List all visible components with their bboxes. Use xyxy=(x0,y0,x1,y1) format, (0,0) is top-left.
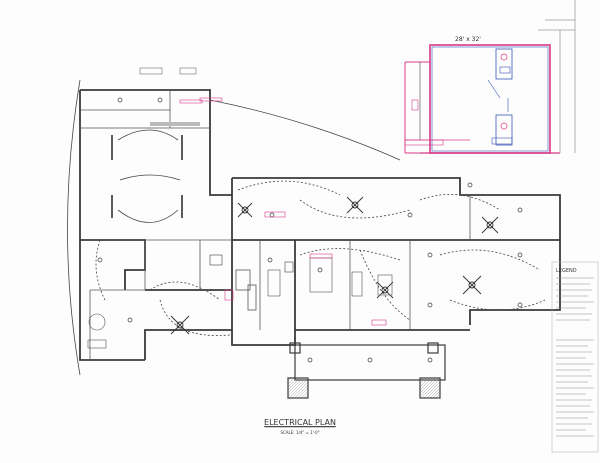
addition-outline xyxy=(429,44,551,154)
wiring-runs xyxy=(67,79,546,376)
house-outline xyxy=(79,89,561,361)
light-fixture-icon xyxy=(97,97,523,363)
furniture xyxy=(87,257,393,349)
plan-title: ELECTRICAL PLAN xyxy=(264,418,336,427)
plan-scale: SCALE: 1/4" = 1'-0" xyxy=(280,430,319,435)
legend-column xyxy=(551,261,599,453)
interior-walls xyxy=(80,90,471,360)
addition-dimension-label: 28' x 32' xyxy=(455,36,481,43)
small-annotations xyxy=(139,67,444,326)
garage-columns xyxy=(111,135,183,218)
ceiling-fan-icon xyxy=(170,196,499,335)
addition-block xyxy=(404,0,576,154)
front-porch xyxy=(287,342,446,399)
legend-heading: LEGEND xyxy=(556,268,577,274)
